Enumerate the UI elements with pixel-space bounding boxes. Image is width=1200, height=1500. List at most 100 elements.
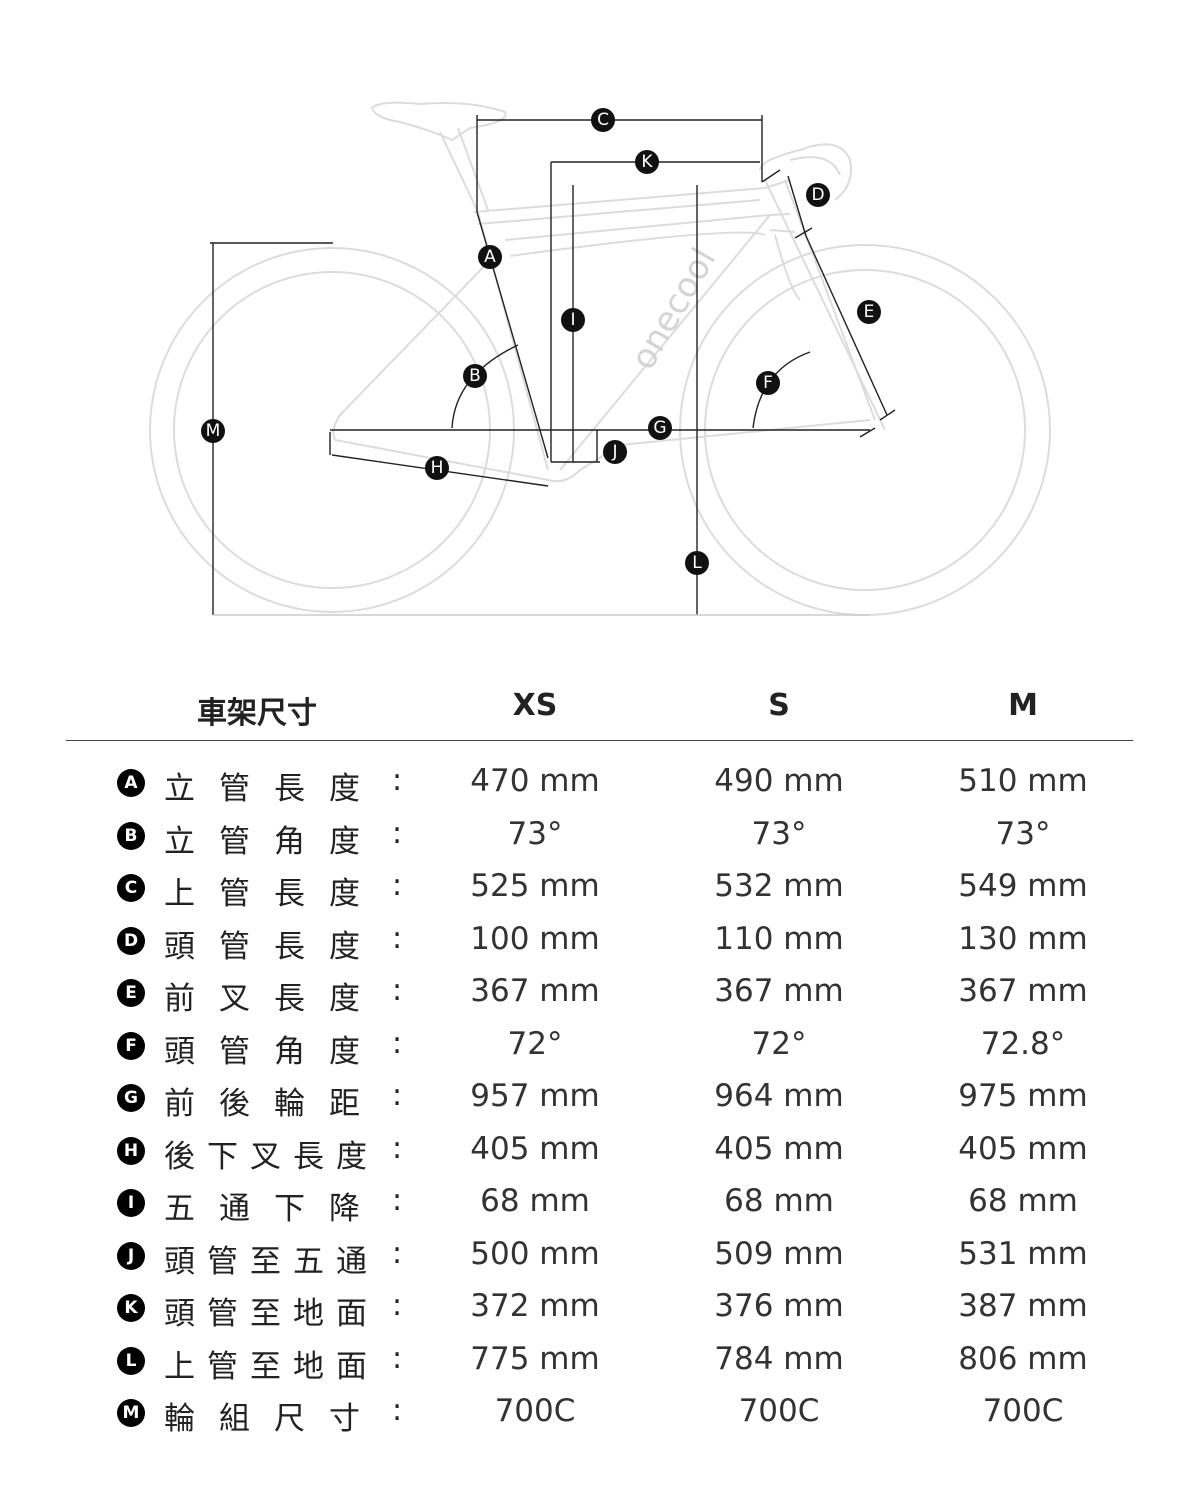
marker-e: E [857,300,881,324]
row-colon: : [392,1025,403,1061]
value-m: 531 mm [958,1235,1088,1272]
row-marker-badge: J [117,1241,145,1270]
row-colon: : [392,1235,403,1271]
value-xs: 367 mm [470,973,600,1009]
marker-g: G [648,416,672,440]
table-title: 車架尺寸 [197,696,317,731]
size-header-s: S [768,688,790,723]
size-header-xs: XS [512,688,558,723]
row-marker-badge: G [117,1084,145,1112]
row-label: 頭管角度 [164,1033,384,1070]
value-m: 73° [995,815,1051,852]
row-marker-badge: K [117,1294,145,1322]
row-colon: : [392,1078,403,1113]
svg-text:M: M [206,421,221,441]
row-colon: : [392,1288,403,1323]
value-s: 405 mm [714,1130,844,1167]
svg-text:E: E [864,302,875,322]
header-divider [66,740,1133,741]
value-m: 806 mm [958,1340,1088,1377]
dimension-markers: A B C D E F G H I J K L M [201,108,881,575]
value-xs: 700C [494,1393,576,1429]
marker-i: I [561,308,585,332]
marker-a: A [478,245,502,269]
value-m: 975 mm [958,1078,1088,1114]
svg-text:J: J [611,442,617,462]
value-xs: 500 mm [470,1235,600,1272]
value-s: 367 mm [714,973,844,1009]
value-xs: 470 mm [470,763,600,799]
value-s: 532 mm [714,868,844,904]
marker-m: M [201,419,225,443]
dimension-lines [210,115,896,616]
value-xs: 775 mm [470,1340,600,1377]
value-xs: 405 mm [470,1130,600,1167]
svg-text:C: C [597,110,609,130]
value-xs: 100 mm [470,920,600,957]
value-m: 549 mm [958,868,1088,904]
value-xs: 72° [507,1025,563,1062]
table-row: J 頭管至五通: 500 mm 509 mm 531 mm [0,1230,1200,1282]
value-m: 510 mm [958,763,1088,799]
value-s: 490 mm [714,763,844,799]
value-xs: 957 mm [470,1078,600,1114]
row-colon: : [392,868,403,903]
svg-text:I: I [570,310,575,330]
row-label: 後下叉長度 [164,1138,379,1175]
row-marker-badge: M [117,1399,145,1427]
row-colon: : [392,1130,403,1166]
row-label: 頭管長度 [164,928,384,965]
row-label: 上管長度 [164,876,384,912]
row-marker-badge: F [117,1031,145,1060]
svg-text:A: A [484,247,496,267]
value-m: 72.8° [980,1025,1066,1062]
svg-text:K: K [641,152,653,172]
value-s: 700C [738,1393,820,1429]
value-s: 72° [751,1025,807,1062]
svg-text:D: D [811,185,824,205]
svg-text:F: F [763,373,773,393]
value-xs: 68 mm [480,1183,590,1219]
value-m: 700C [982,1393,1064,1429]
row-marker-badge: H [117,1136,145,1165]
value-s: 73° [751,815,807,852]
bike-frame-outline: onecool [149,101,1051,616]
value-s: 376 mm [714,1288,844,1324]
value-m: 367 mm [958,973,1088,1009]
marker-b: B [463,364,487,388]
row-marker-badge: L [117,1346,145,1375]
row-label: 立管長度 [164,771,384,807]
row-colon: : [392,763,403,798]
bike-geometry-diagram: onecool A B C D E F G H I [149,101,1051,616]
row-colon: : [392,1340,403,1376]
table-row: F 頭管角度: 72° 72° 72.8° [0,1020,1200,1072]
value-m: 387 mm [958,1288,1088,1324]
size-header-m: M [1008,688,1038,723]
row-colon: : [392,973,403,1008]
value-m: 68 mm [968,1183,1078,1219]
row-marker-badge: E [117,979,145,1007]
marker-j: J [603,440,627,464]
row-label: 頭管至地面 [164,1296,379,1332]
row-label: 前叉長度 [164,981,384,1017]
svg-text:G: G [653,418,666,438]
value-xs: 73° [507,815,563,852]
row-colon: : [392,1393,403,1428]
value-m: 130 mm [958,920,1088,957]
row-marker-badge: A [117,769,145,797]
svg-text:B: B [469,366,481,386]
value-s: 110 mm [714,920,844,957]
row-label: 上管至地面 [164,1348,379,1385]
value-s: 509 mm [714,1235,844,1272]
marker-f: F [756,371,780,395]
row-colon: : [392,920,403,956]
value-xs: 525 mm [470,868,600,904]
value-s: 964 mm [714,1078,844,1114]
row-label: 頭管至五通 [164,1243,379,1280]
